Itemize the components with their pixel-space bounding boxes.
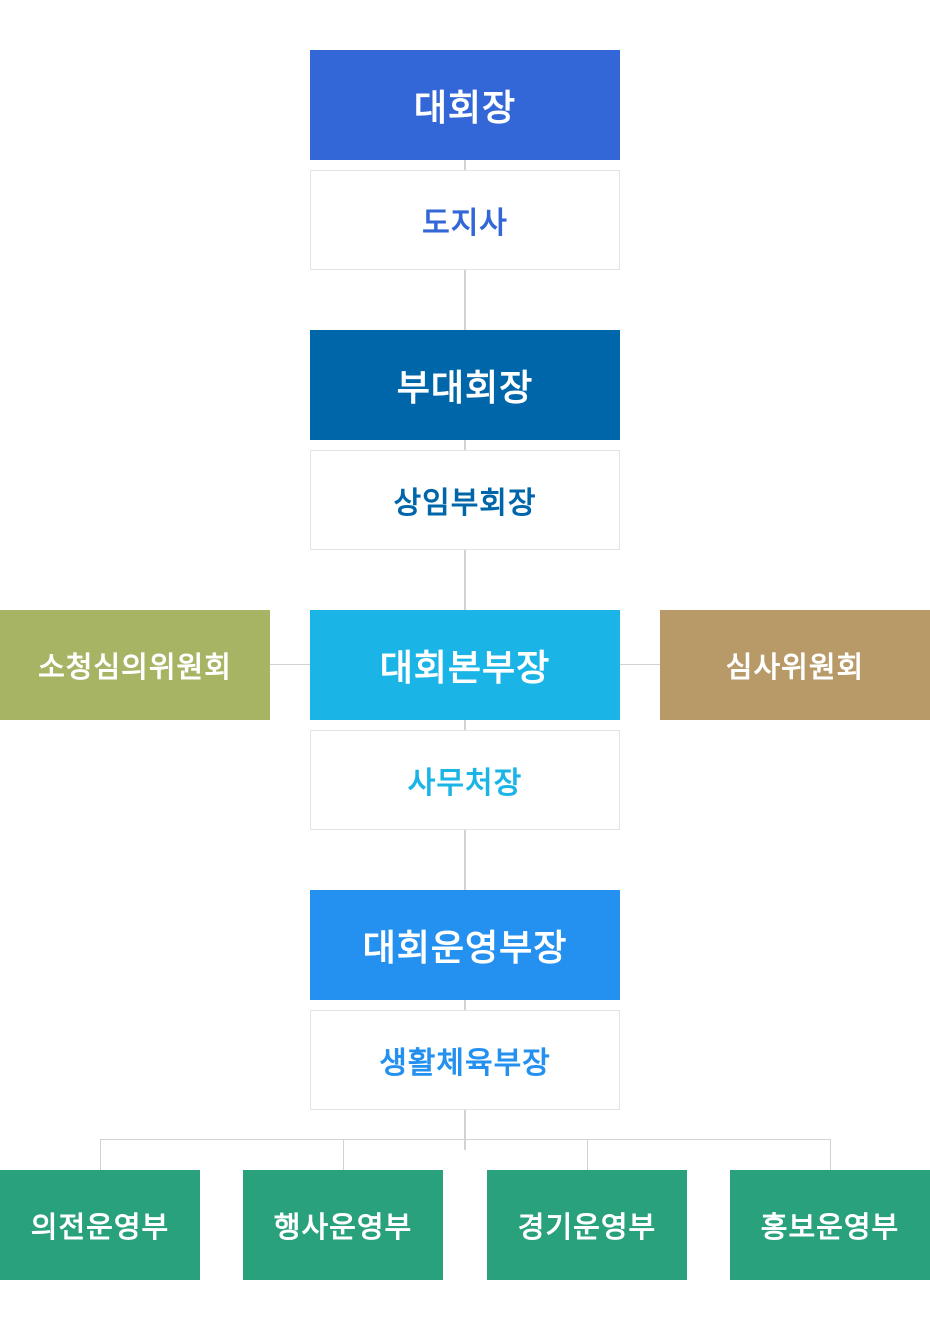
competition-department-title: 경기운영부 <box>517 1210 657 1244</box>
appeals-committee-box: 소청심의위원회 <box>0 610 270 720</box>
operations-director-box: 대회운영부장 <box>310 890 620 1000</box>
connector-right-committee <box>620 664 660 665</box>
publicity-department-title: 홍보운영부 <box>760 1210 900 1244</box>
event-department-box: 행사운영부 <box>243 1170 443 1280</box>
secretary-general-box: 사무처장 <box>310 730 620 830</box>
connector-departments-horizontal <box>100 1139 831 1140</box>
connector-department-1 <box>100 1139 101 1170</box>
chairman-box: 대회장 <box>310 50 620 160</box>
vice-chairman-box: 부대회장 <box>310 330 620 440</box>
connector-department-4 <box>830 1139 831 1170</box>
event-department-title: 행사운영부 <box>273 1210 413 1244</box>
competition-department-box: 경기운영부 <box>487 1170 687 1280</box>
chairman-title: 대회장 <box>413 88 517 129</box>
connector-department-2 <box>343 1139 344 1170</box>
standing-vice-president-box: 상임부회장 <box>310 450 620 550</box>
publicity-department-box: 홍보운영부 <box>730 1170 930 1280</box>
judging-committee-box: 심사위원회 <box>660 610 930 720</box>
headquarters-director-title: 대회본부장 <box>379 648 551 689</box>
connector-department-3 <box>587 1139 588 1170</box>
operations-director-title: 대회운영부장 <box>362 928 568 969</box>
connector-left-committee <box>270 664 310 665</box>
judging-committee-title: 심사위원회 <box>725 650 865 684</box>
standing-vice-president-title: 상임부회장 <box>393 486 537 521</box>
sports-for-all-director-box: 생활체육부장 <box>310 1010 620 1110</box>
governor-box: 도지사 <box>310 170 620 270</box>
secretary-general-title: 사무처장 <box>407 766 523 801</box>
governor-title: 도지사 <box>422 206 508 241</box>
appeals-committee-title: 소청심의위원회 <box>38 650 232 684</box>
vice-chairman-title: 부대회장 <box>396 368 534 409</box>
protocol-department-title: 의전운영부 <box>30 1210 170 1244</box>
sports-for-all-director-title: 생활체육부장 <box>379 1046 551 1081</box>
headquarters-director-box: 대회본부장 <box>310 610 620 720</box>
protocol-department-box: 의전운영부 <box>0 1170 200 1280</box>
